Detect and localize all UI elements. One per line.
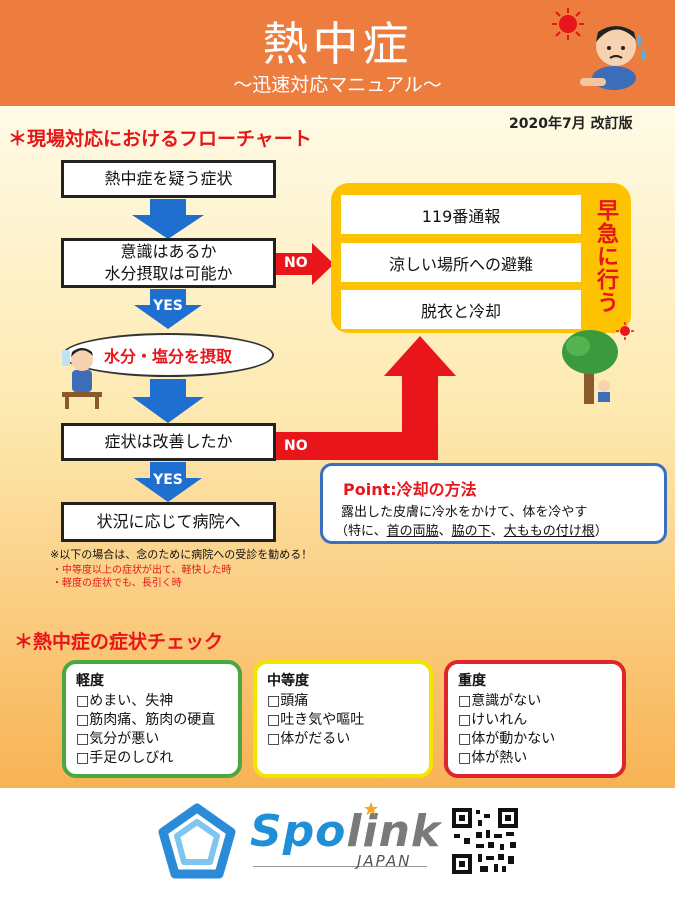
brand-part-link: link (346, 806, 442, 857)
no-label: NO (284, 438, 308, 454)
footer: Spolink JAPAN (0, 788, 675, 900)
flow-step-suspect-symptoms: 熱中症を疑う症状 (61, 160, 276, 198)
no-arrow-icon (276, 336, 456, 460)
yes-label: YES (153, 298, 183, 314)
symptom-card-moderate: 中等度 □頭痛 □吐き気や嘔吐 □体がだるい (253, 660, 433, 778)
moderate-item: □吐き気や嘔吐 (267, 712, 365, 728)
symptom-card-mild: 軽度 □めまい、失神 □筋肉痛、筋肉の硬直 □気分が悪い □手足のしびれ (62, 660, 242, 778)
brand-wordmark: Spolink (250, 806, 441, 857)
qr-code-icon[interactable] (452, 808, 518, 874)
no-label: NO (284, 255, 308, 271)
header-banner: 熱中症 〜迅速対応マニュアル〜 (0, 0, 675, 106)
symptom-section-title: ＊熱中症の症状チェック (14, 631, 224, 653)
point-line2-suffix: ） (594, 524, 608, 539)
yes-arrow-icon (134, 289, 202, 329)
down-arrow-icon (132, 379, 204, 423)
flowchart-section-title: ＊現場対応におけるフローチャート (8, 128, 312, 150)
revision-date: 2020年7月 改訂版 (509, 116, 633, 132)
point-line2: （特に、首の両脇、脇の下、大ももの付け根） (335, 520, 608, 539)
moderate-item: □頭痛 (267, 693, 309, 709)
hospital-note-item1: ・中等度以上の症状が出て、軽快した時 (52, 565, 232, 576)
point-line1: 露出した皮膚に冷水をかけて、体を冷やす (341, 505, 588, 520)
action-call-119: 119番通報 (341, 195, 581, 234)
point-line2-prefix: （特に、 (335, 524, 387, 539)
cooling-method-point-box: Point:冷却の方法 露出した皮膚に冷水をかけて、体を冷やす （特に、首の両脇… (320, 463, 667, 544)
action-move-cool-place: 涼しい場所への避難 (341, 243, 581, 282)
brand-part-spo: Spo (250, 806, 347, 857)
sun-icon (616, 322, 634, 340)
sun-icon (552, 8, 584, 40)
hospital-note-item2: ・軽度の症状でも、長引く時 (52, 578, 182, 589)
no-arrow-icon (276, 243, 334, 285)
star-icon (364, 802, 378, 815)
point-groin: 大ももの付け根 (503, 524, 595, 539)
brand-subtitle: JAPAN (357, 852, 412, 870)
symptom-card-severe: 重度 □意識がない □けいれん □体が動かない □体が熱い (444, 660, 626, 778)
mild-item: □筋肉痛、筋肉の硬直 (76, 712, 216, 728)
moderate-title: 中等度 (267, 673, 309, 689)
point-sep: 、 (438, 524, 452, 539)
hospital-note: ※以下の場合は、念のために病院への受診を勧める！ (50, 548, 313, 561)
yes-label: YES (153, 472, 183, 488)
flow-step-improvement-check: 症状は改善したか (61, 423, 276, 461)
page-subtitle: 〜迅速対応マニュアル〜 (233, 74, 442, 96)
down-arrow-icon (132, 199, 204, 239)
action-undress-cool: 脱衣と冷却 (341, 290, 581, 329)
flow-step-hydration: 水分・塩分を摂取 (62, 333, 274, 377)
mild-item: □めまい、失神 (76, 693, 174, 709)
consciousness-check-line1: 意識はあるか (120, 242, 217, 261)
moderate-item: □体がだるい (267, 731, 351, 747)
tree-shade-illustration (562, 330, 618, 404)
mild-item: □手足のしびれ (76, 750, 174, 766)
mild-item: □気分が悪い (76, 731, 160, 747)
spolink-logo-icon (158, 803, 236, 879)
page-title: 熱中症 (262, 17, 413, 71)
severe-title: 重度 (458, 673, 486, 689)
point-title: Point:冷却の方法 (343, 480, 477, 499)
severe-item: □意識がない (458, 693, 542, 709)
urgent-label: 早急に行う (593, 199, 618, 314)
severe-item: □けいれん (458, 712, 528, 728)
point-sep: 、 (490, 524, 504, 539)
point-armpit: 脇の下 (451, 524, 491, 539)
drinking-boy-illustration (62, 348, 102, 409)
point-neck: 首の両脇 (386, 524, 439, 539)
mild-title: 軽度 (76, 673, 104, 689)
consciousness-check-line2: 水分摂取は可能か (104, 264, 233, 283)
flow-step-consciousness-check: 意識はあるか 水分摂取は可能か (61, 238, 276, 288)
yes-arrow-icon (134, 462, 202, 502)
brand-divider (253, 866, 427, 867)
exhausted-boy-illustration (580, 26, 646, 90)
severe-item: □体が熱い (458, 750, 528, 766)
flow-step-hospital: 状況に応じて病院へ (61, 502, 276, 542)
severe-item: □体が動かない (458, 731, 556, 747)
